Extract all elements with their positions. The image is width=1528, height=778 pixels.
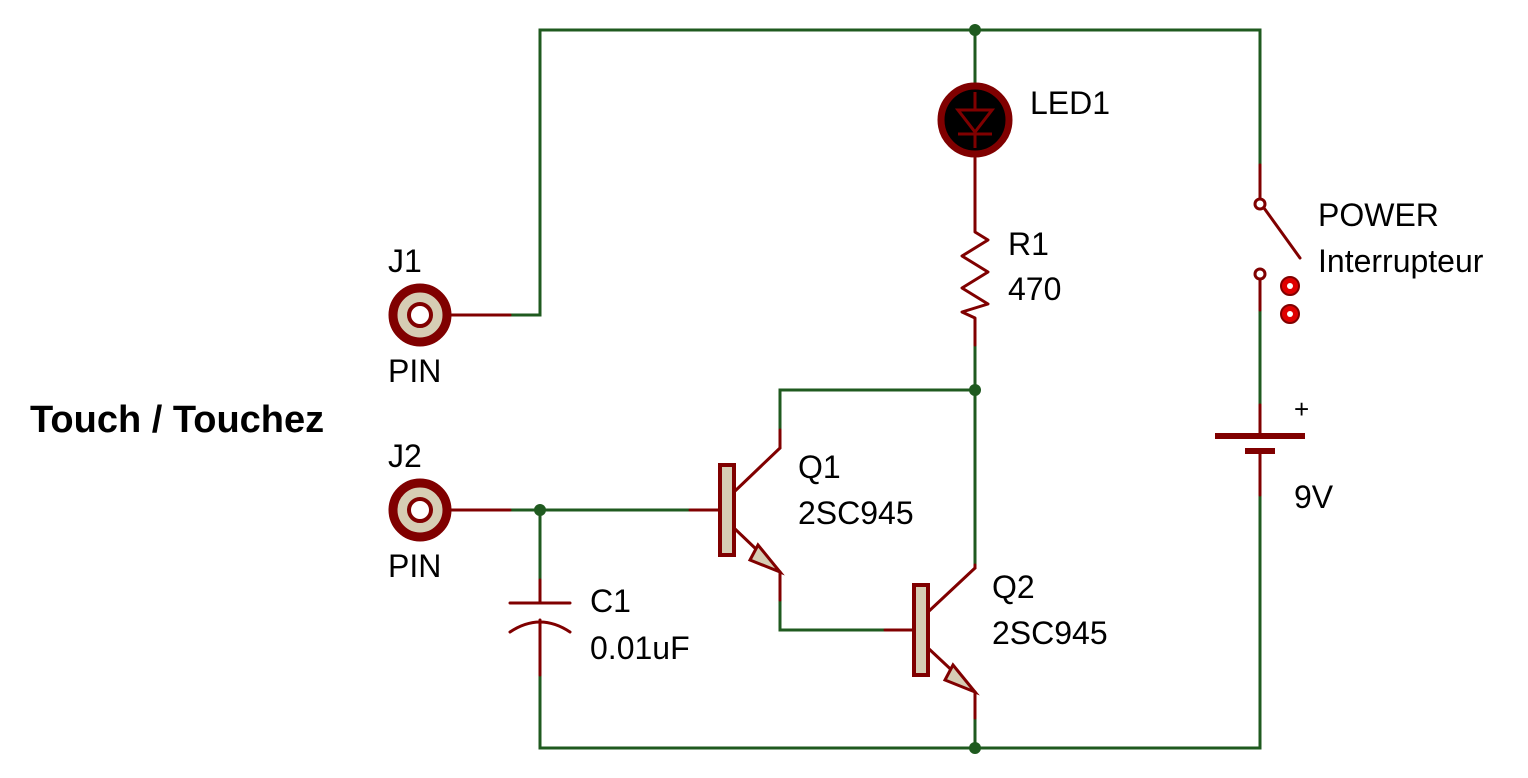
q1-ref: Q1	[798, 449, 841, 485]
wire-top-rail	[538, 28, 1262, 317]
junction-base	[534, 504, 546, 516]
c1-ref: C1	[590, 583, 631, 619]
led1-symbol	[937, 82, 1013, 227]
led1-ref: LED1	[1030, 85, 1110, 121]
junction-collector	[969, 384, 981, 396]
q2-ref: Q2	[992, 569, 1035, 605]
battery-polarity: +	[1294, 394, 1309, 424]
j1-value: PIN	[388, 353, 441, 389]
j2-ref: J2	[388, 438, 422, 474]
junction-top	[969, 24, 981, 36]
j2-value: PIN	[388, 548, 441, 584]
q2-transistor	[883, 563, 980, 720]
junction-bottom	[969, 742, 981, 754]
q2-value: 2SC945	[992, 615, 1108, 651]
power-value: Interrupteur	[1318, 243, 1484, 279]
wire-q1-emitter	[778, 598, 887, 632]
wire-bottom-rail	[538, 493, 1262, 750]
power-ref: POWER	[1318, 197, 1439, 233]
junctions	[534, 24, 981, 754]
switch-state-indicators	[1280, 276, 1300, 324]
r1-value: 470	[1008, 271, 1061, 307]
q1-transistor	[688, 428, 785, 602]
power-switch	[1253, 163, 1302, 312]
j2-pin	[388, 478, 512, 542]
c1-capacitor	[508, 578, 572, 677]
r1-symbol	[960, 223, 990, 347]
diagram-title: Touch / Touchez	[30, 399, 324, 441]
battery-symbol	[1215, 403, 1305, 497]
j1-pin	[388, 283, 512, 347]
j1-ref: J1	[388, 243, 422, 279]
q1-value: 2SC945	[798, 495, 914, 531]
battery-value: 9V	[1294, 479, 1334, 515]
c1-value: 0.01uF	[590, 630, 690, 666]
r1-ref: R1	[1008, 226, 1049, 262]
wires	[508, 28, 1262, 750]
